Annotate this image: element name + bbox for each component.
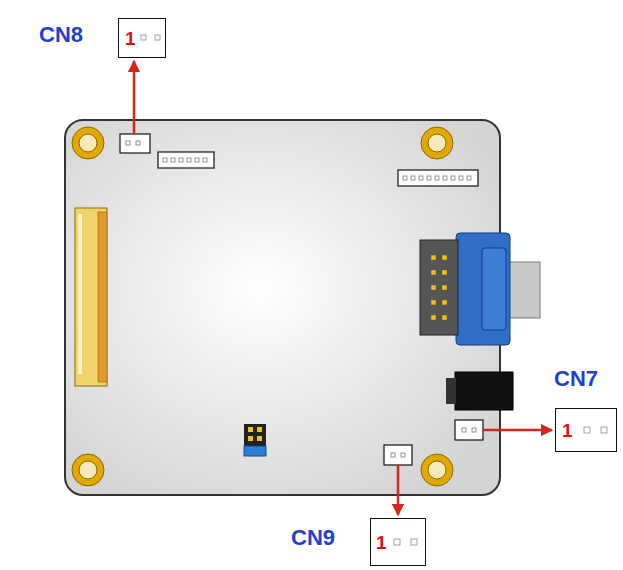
fpc-contacts [98,212,107,382]
callout-pins [141,35,607,545]
pcb-board [65,120,500,495]
jumper-pins [248,427,262,441]
dsub-connector [456,233,510,345]
callout-box: CN81 [118,18,166,58]
pin-header [420,240,458,335]
dsub-face [482,248,506,330]
fpc-connector [75,208,107,386]
callout-box: CN71 [555,408,617,452]
pin-number: 1 [376,533,387,552]
power-jack [455,372,513,410]
pin-number: 1 [125,29,136,48]
header-pins [431,255,447,320]
leader-arrows [134,61,552,515]
power-jack-rear [446,378,456,404]
fpc-slot [78,214,82,374]
connector-label: CN9 [291,527,335,549]
board-connectors [120,134,483,465]
connector-label: CN7 [554,368,598,390]
jumper-cap [244,446,266,456]
callout-box: CN91 [370,518,426,566]
callout-box-fill [118,18,617,566]
mounting-holes [72,127,453,486]
connector-pins [126,141,476,457]
connector-label: CN8 [39,24,83,46]
connector-shell [508,262,540,318]
pin-number: 1 [562,421,573,440]
